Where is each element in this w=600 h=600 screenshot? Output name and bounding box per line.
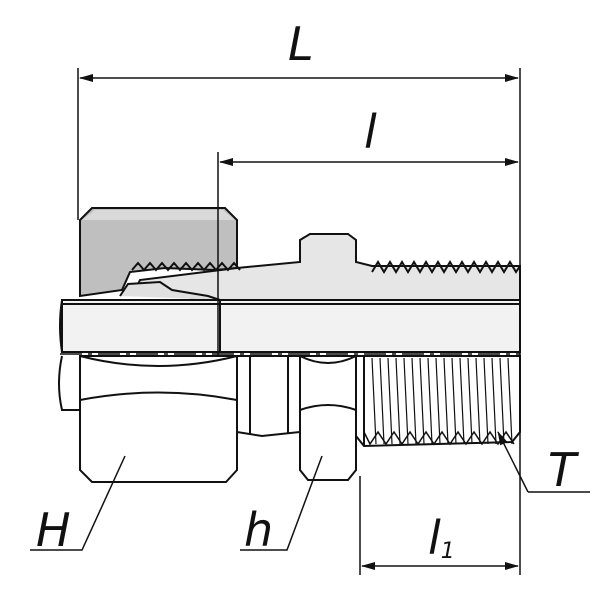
label-L: L — [288, 17, 314, 71]
leader-T — [497, 431, 529, 493]
outside-view — [58, 355, 521, 483]
leader-h — [240, 455, 323, 551]
thread-nut — [131, 261, 241, 272]
ferrule — [119, 280, 221, 301]
thread-right — [371, 260, 521, 274]
label-l1-main: l — [428, 511, 441, 565]
label-h: h — [244, 503, 273, 557]
thread-hatch — [371, 357, 513, 445]
tube — [61, 299, 521, 353]
label-l1-sub: 1 — [441, 539, 455, 564]
section-view — [59, 207, 521, 355]
label-l: l — [364, 105, 377, 159]
label-H: H — [36, 503, 71, 557]
body-hex — [299, 355, 357, 481]
dimensions — [30, 68, 590, 575]
body-neck — [236, 355, 301, 438]
label-l1: l1 — [428, 511, 455, 565]
label-T: T — [548, 443, 580, 497]
leader-H — [30, 455, 126, 551]
nut-hex — [79, 355, 238, 483]
